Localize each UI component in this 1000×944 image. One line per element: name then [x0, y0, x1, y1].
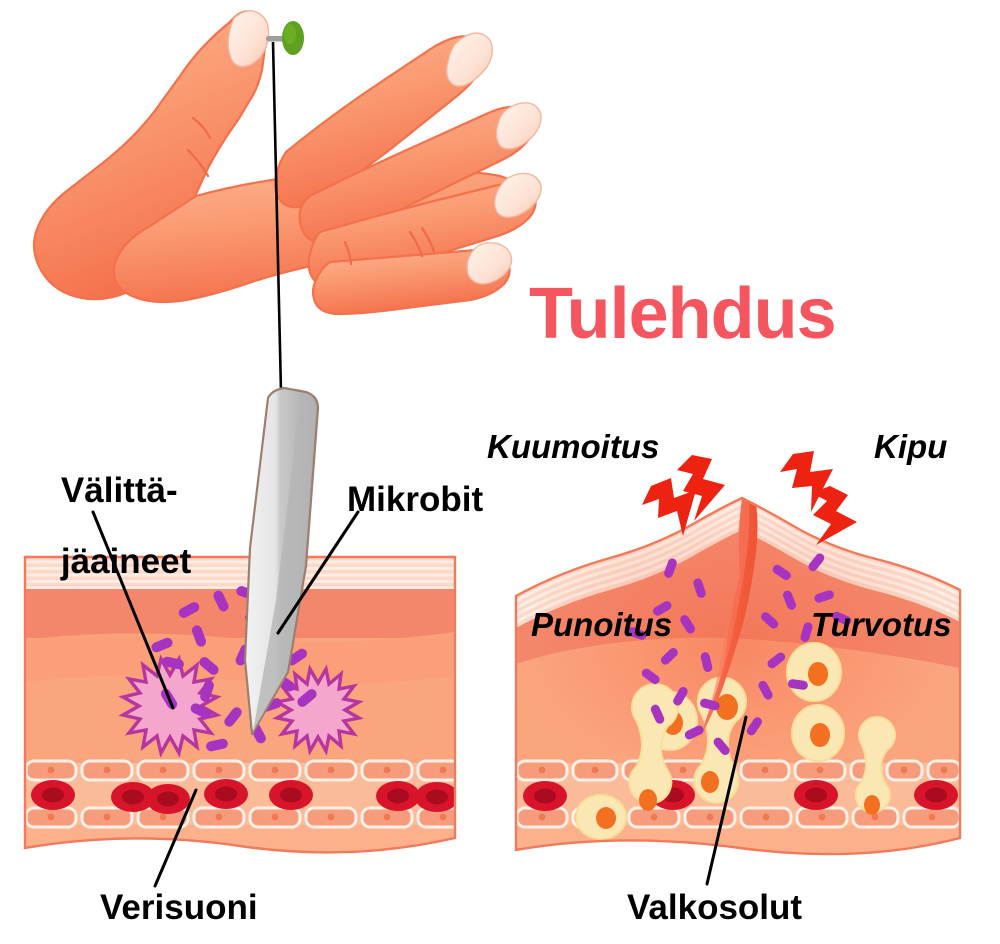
endothelial-cells-top — [25, 759, 455, 782]
redness-glow — [521, 508, 951, 788]
label-mediators: Välittä- jäaineet — [60, 470, 192, 582]
label-pain: Kipu — [874, 428, 948, 465]
leader-line-blood-vessel — [153, 788, 198, 888]
leader-line-microbes — [276, 510, 360, 635]
label-white-blood-cells: Valkosolut — [627, 888, 803, 927]
label-microbes: Mikrobit — [347, 480, 484, 519]
lightning-bolt-icon — [642, 451, 857, 545]
page-title: Tulehdus — [529, 274, 837, 354]
label-swelling: Turvotus — [811, 606, 952, 643]
label-heat: Kuumoitus — [487, 428, 660, 465]
green-thorn-icon — [266, 21, 304, 55]
label-blood-vessel: Verisuoni — [100, 888, 258, 927]
hand-icon — [32, 10, 542, 316]
red-blood-cell-icon — [31, 779, 455, 814]
left-skin-panel — [23, 555, 457, 854]
right-skin-panel — [514, 496, 962, 856]
label-redness: Punoitus — [531, 606, 673, 643]
white-blood-cell-icon — [575, 642, 896, 840]
leader-line-mediators — [91, 510, 175, 710]
leader-line-hand-to-skin — [271, 41, 283, 393]
bacterium-rod-icon — [627, 553, 852, 756]
splinter-wedge-icon — [243, 386, 320, 736]
leader-line-white-blood-cells — [705, 715, 748, 886]
